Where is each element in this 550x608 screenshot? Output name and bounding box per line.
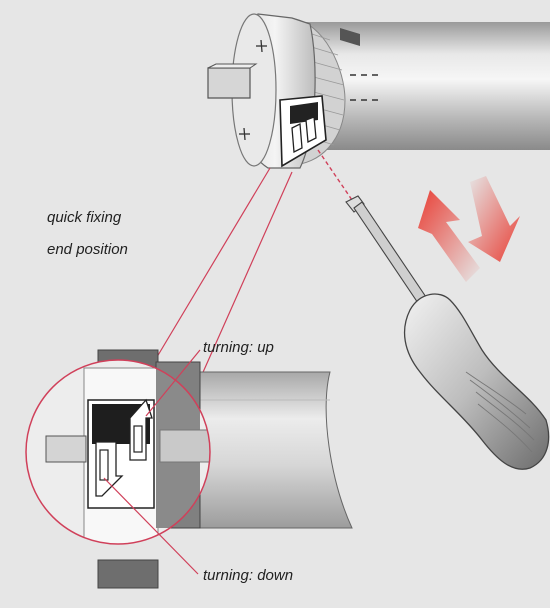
tube-slot: [340, 28, 360, 46]
screwdriver: [345, 195, 550, 470]
callout-line: [147, 167, 271, 373]
label-quick-fixing: quick fixing: [47, 209, 122, 226]
zoom-circle: [25, 359, 211, 545]
screwdriver-handle: [403, 293, 550, 470]
zoom-tube: [161, 371, 353, 529]
label-turning-down: turning: down: [203, 567, 294, 584]
arrow-down-icon: [468, 176, 520, 262]
label-turning-up: turning: up: [203, 339, 274, 356]
pointer-up-line: [145, 349, 201, 417]
zoom-detail: [25, 349, 353, 589]
motor-top: [207, 13, 550, 169]
drive-shaft: [207, 67, 251, 99]
motor-tube: [300, 22, 550, 150]
label-end-position: end position: [47, 241, 128, 258]
bracket-bottom: [97, 559, 159, 589]
screwdriver-shaft: [353, 201, 429, 307]
direction-arrows-icon: [418, 176, 520, 282]
callout-line: [195, 171, 293, 389]
guide-line: [317, 149, 353, 201]
arrow-up-icon: [418, 190, 480, 282]
pointer-down-line: [103, 477, 199, 575]
